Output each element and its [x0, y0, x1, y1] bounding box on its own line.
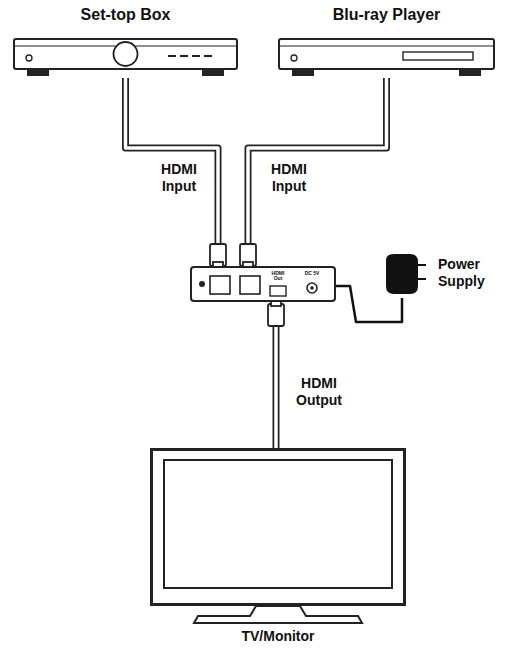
power-adapter — [380, 252, 428, 298]
cable-label: HDMI Input — [152, 160, 206, 196]
bluray-player: Blu-ray Player — [278, 6, 495, 78]
player-body — [278, 38, 495, 70]
display-dash — [180, 55, 188, 57]
cable-outline — [273, 324, 280, 448]
cable-label: HDMI Output — [292, 374, 346, 410]
display-dash — [204, 55, 212, 57]
hdmi-plug — [268, 304, 284, 326]
hdmi-input-port — [210, 276, 230, 294]
tv-screen — [164, 460, 392, 588]
adapter-prong — [418, 264, 426, 266]
cable-outline — [248, 78, 387, 246]
hdmi-input-port — [240, 276, 260, 294]
hdmi-cable — [126, 78, 219, 246]
power-button — [26, 55, 32, 61]
cable-core — [248, 78, 387, 246]
dc-jack — [307, 283, 317, 293]
device-name: Set-top Box — [13, 6, 238, 24]
panel-line — [15, 45, 236, 46]
hdmi-cable — [276, 324, 277, 448]
power-button — [291, 55, 297, 61]
power-supply: Power Supply — [380, 252, 504, 298]
display-dash — [168, 55, 176, 57]
device-name: Power Supply — [438, 256, 500, 290]
port-label: HDMI Out — [270, 271, 286, 281]
dc-jack-pin — [310, 286, 314, 290]
device-name: TV/Monitor — [150, 628, 406, 644]
hdmi-output-port — [270, 286, 286, 296]
foot — [202, 70, 224, 76]
set-top-box: Set-top Box — [13, 6, 238, 78]
cable-outline — [126, 78, 219, 246]
hdmi-cable — [248, 78, 387, 246]
disc-slot — [403, 52, 473, 60]
foot — [27, 70, 49, 76]
foot — [459, 70, 481, 76]
port-label: DC 5V — [302, 271, 322, 276]
tv-monitor: TV/Monitor — [150, 448, 406, 646]
screw — [199, 281, 205, 287]
adapter-prong — [418, 278, 426, 280]
tv-bezel — [152, 450, 405, 605]
display-dash — [192, 55, 200, 57]
hdmi-switch: HDMI Out DC 5V — [190, 266, 336, 302]
tv-stand — [194, 606, 362, 623]
set-top-box-body — [13, 38, 238, 70]
foot — [292, 70, 314, 76]
cable-label: HDMI Input — [262, 160, 316, 196]
cable-core — [126, 78, 219, 246]
tv-drawing — [150, 448, 406, 626]
device-name: Blu-ray Player — [278, 6, 495, 24]
panel-line — [280, 45, 493, 46]
cable-core — [274, 324, 278, 448]
adapter-body — [386, 254, 418, 294]
dial-knob — [114, 42, 138, 66]
